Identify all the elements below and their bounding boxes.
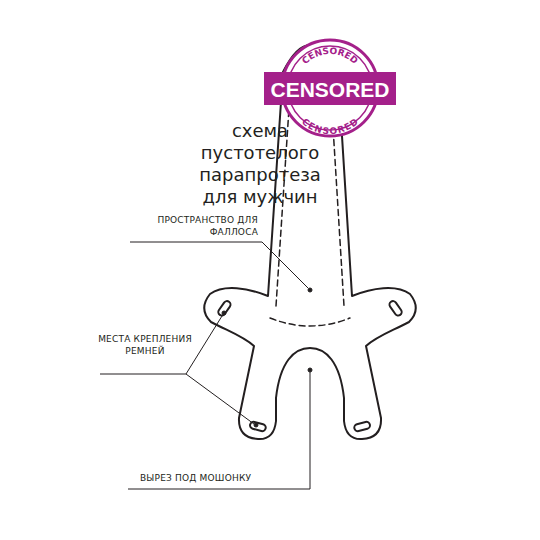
leader-line: [128, 372, 310, 489]
strap-slot: [388, 300, 403, 317]
cavity-bottom-dashed: [270, 318, 350, 326]
callout-label: ПРОСТРАНСТВО ДЛЯ ФАЛЛОСА: [140, 214, 258, 238]
leader-line: [100, 316, 222, 374]
leader-line: [186, 374, 254, 424]
leader-dot: [254, 423, 258, 427]
callout-label: ВЫРЕЗ ПОД МОШОНКУ: [140, 472, 310, 484]
stamp-banner: [264, 72, 396, 105]
diagram-title: схема пустотелого парапротеза для мужчин: [190, 120, 330, 208]
leader-dot: [222, 311, 226, 315]
strap-slot: [217, 300, 232, 317]
callout-label: МЕСТА КРЕПЛЕНИЯ РЕМНЕЙ: [98, 333, 192, 357]
stamp-banner-text: CENSORED: [270, 78, 389, 101]
leader-dot: [308, 288, 312, 292]
stamp-arc-text: CENSORED: [300, 117, 360, 137]
leader-dot: [308, 368, 312, 372]
strap-slot: [353, 421, 370, 432]
stamp-arc-text: CENSORED: [300, 46, 360, 66]
leader-line: [130, 242, 308, 288]
